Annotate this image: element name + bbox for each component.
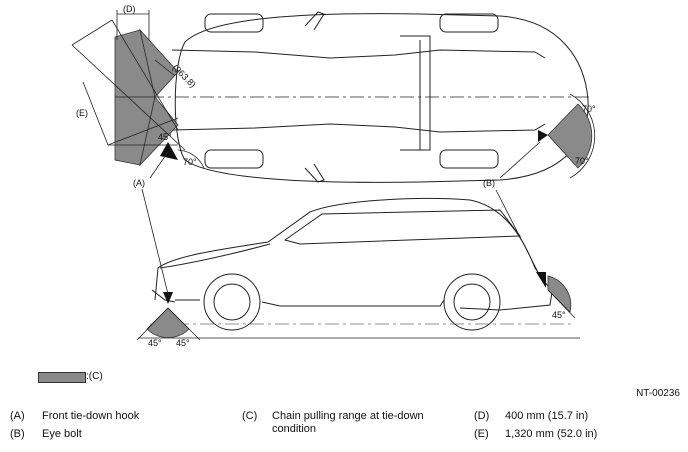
side-front-pulling-range [146, 307, 190, 338]
label-d: (D) [123, 4, 136, 14]
callout-a-line-top [149, 151, 169, 179]
side-rear-pulling-range [547, 275, 572, 313]
label-angle-70-rear-lower: 70° [575, 156, 589, 166]
front-hook-marker [160, 142, 178, 160]
legend-key-c: (C) [242, 410, 258, 422]
side-body-outline [154, 198, 553, 311]
label-b: (B) [483, 178, 495, 188]
label-angle-70-top: 70° [183, 157, 197, 167]
rear-angle-arc [569, 93, 596, 179]
legend-text-d: 400 mm (15.7 in) [505, 410, 589, 422]
top-rear-crossmember [400, 35, 431, 151]
top-wheel-rr [439, 149, 499, 169]
top-wheel-fr [204, 149, 264, 169]
label-angle-45-side-right: 45° [176, 338, 190, 348]
top-frame-rail-lower [171, 123, 546, 133]
side-windows [283, 209, 521, 245]
legend-key-e: (E) [474, 428, 489, 440]
front-angle-arc [177, 149, 205, 169]
legend-text-b: Eye bolt [42, 428, 82, 440]
rear-eye-bolt-marker [538, 130, 548, 142]
label-angle-45-top: 45° [158, 132, 172, 142]
callout-a-line [141, 188, 169, 295]
label-angle-45-side-left: 45° [148, 338, 162, 348]
side-front-angle-line-right [167, 307, 201, 341]
side-front-hook-marker [163, 292, 173, 304]
side-rear-eye-bolt-marker [536, 272, 546, 288]
swatch-label: :(C) [86, 371, 103, 382]
side-rear-wheel [443, 273, 501, 331]
label-angle-70-rear-upper: 70° [582, 104, 596, 114]
top-mirror-upper [304, 11, 325, 31]
callout-b-line-top [499, 141, 541, 179]
legend-key-b: (B) [10, 428, 25, 440]
side-front-rim [213, 283, 251, 321]
legend-text-e: 1,320 mm (52.0 in) [505, 428, 598, 440]
top-frame-rail-upper [171, 49, 546, 59]
legend-key-d: (D) [474, 410, 490, 422]
figure-code: NT-00236 [636, 388, 680, 399]
side-rear-angle-line [547, 289, 576, 319]
legend-key-a: (A) [10, 410, 25, 422]
legend-text-c: Chain pulling range at tie-down conditio… [272, 410, 424, 435]
top-body-outline [174, 13, 589, 183]
side-rear-rim [453, 283, 491, 321]
legend-text-a: Front tie-down hook [42, 410, 140, 422]
top-wheel-rl [439, 13, 499, 33]
pulling-range-swatch [38, 372, 86, 383]
side-front-angle-line-left [136, 307, 169, 341]
side-hood [159, 243, 271, 269]
label-a: (A) [133, 178, 145, 188]
label-e: (E) [76, 108, 88, 118]
tie-down-diagram: (D) (E) (963.8) 45° 70° 70° 70° (A) (B) … [71, 4, 596, 348]
side-front-bumper [151, 289, 176, 303]
side-front-wheel [203, 273, 261, 331]
top-mirror-lower [304, 163, 325, 183]
side-view [151, 198, 553, 331]
side-underbody [175, 299, 445, 307]
label-angle-45-side-rear: 45° [552, 310, 566, 320]
rear-pulling-range [547, 103, 593, 169]
top-wheel-fl [204, 13, 264, 33]
